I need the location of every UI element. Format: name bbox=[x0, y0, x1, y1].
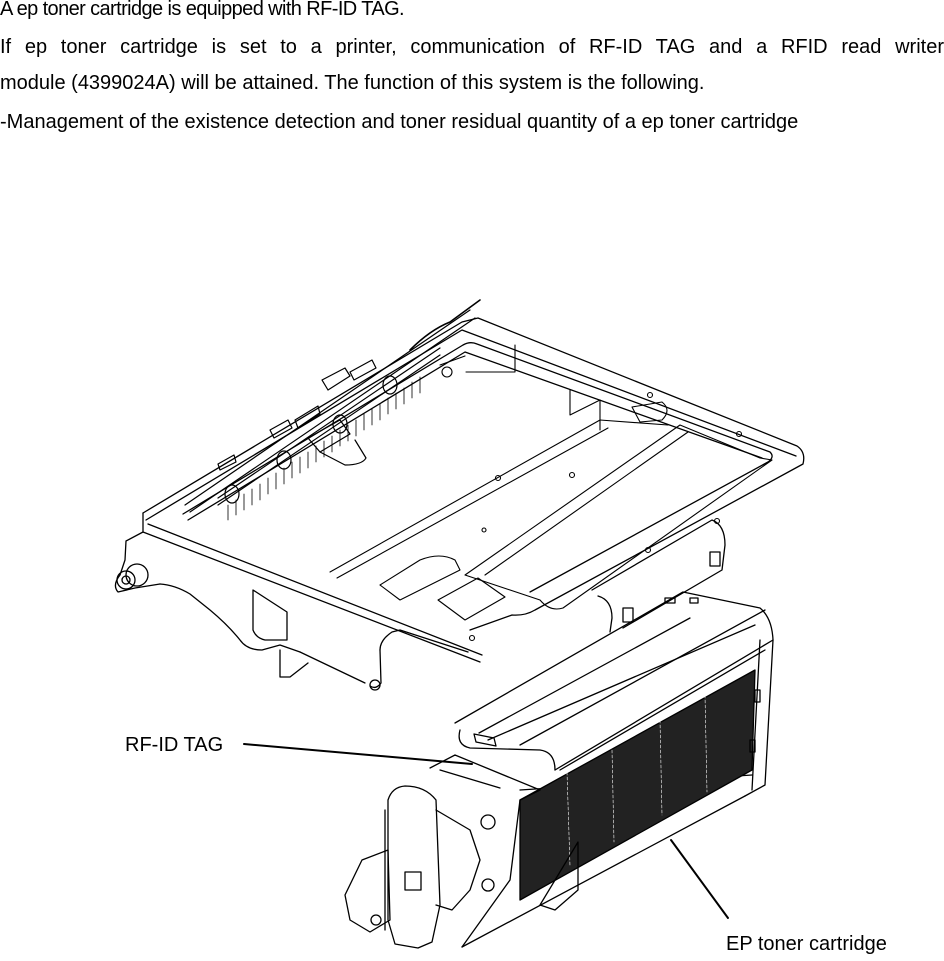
printer-frame bbox=[114, 317, 805, 691]
rfid-tag-label: RF-ID TAG bbox=[125, 734, 224, 756]
frame-floor bbox=[329, 344, 773, 642]
communication-paragraph-line2: module (4399024A) will be attained. The … bbox=[0, 72, 705, 94]
intro-paragraph: A ep toner cartridge is equipped with RF… bbox=[0, 0, 405, 20]
ep-cartridge-leader bbox=[670, 839, 729, 919]
communication-paragraph-line1: If ep toner cartridge is set to a printe… bbox=[0, 36, 944, 58]
back-rail-assembly bbox=[184, 299, 481, 521]
ep-toner-cartridge-label: EP toner cartridge bbox=[726, 933, 887, 955]
reader-cover bbox=[591, 519, 726, 633]
ep-toner-cartridge bbox=[344, 591, 774, 949]
callout-leaders bbox=[243, 743, 729, 919]
function-bullet: -Management of the existence detection a… bbox=[0, 111, 799, 133]
rfid-tag-leader bbox=[243, 743, 473, 765]
